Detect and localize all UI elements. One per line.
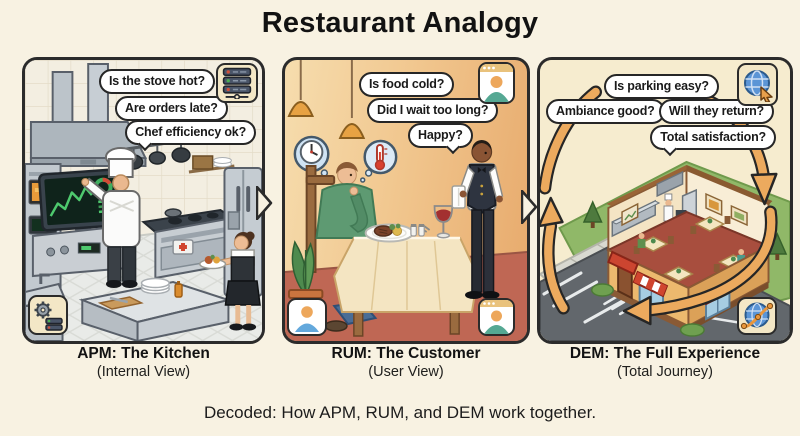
speech-bubble: Happy? <box>408 123 473 148</box>
panel-rum-subtitle: (User View) <box>368 363 444 380</box>
chef-figure <box>81 147 141 288</box>
globe-cursor-icon <box>737 63 778 106</box>
panel-apm-subtitle: (Internal View) <box>96 363 191 380</box>
panel-dem: Is parking easy? Ambiance good? Will the… <box>537 57 793 344</box>
salt-pepper-shakers <box>410 224 425 237</box>
speech-bubble: Is parking easy? <box>604 74 719 99</box>
shelf-crate-plates <box>188 155 235 174</box>
panel-flow-chevron <box>256 186 273 220</box>
panel-rum: Is food cold? Did I wait too long? Happy… <box>282 57 530 344</box>
panel-dem-label: DEM: The Full Experience (Total Journey) <box>537 345 793 380</box>
server-rack-icon <box>216 63 258 103</box>
panel-dem-subtitle: (Total Journey) <box>617 363 713 380</box>
first-aid-box <box>172 239 194 255</box>
browser-user-icon <box>478 298 515 336</box>
speech-bubble: Chef efficiency ok? <box>125 120 256 145</box>
wine-glass <box>433 205 454 239</box>
customer-figure <box>315 161 379 239</box>
speech-bubble: Total satisfaction? <box>650 125 776 150</box>
speech-bubble: Did I wait too long? <box>367 98 499 123</box>
browser-user-icon <box>478 62 515 104</box>
panel-apm: Is the stove hot? Are orders late? Chef … <box>22 57 265 344</box>
kitchen-island <box>78 277 233 341</box>
caption: Decoded: How APM, RUM, and DEM work toge… <box>203 403 597 422</box>
panel-rum-label: RUM: The Customer (User View) <box>282 345 530 380</box>
thermometer-thought-bubble <box>360 139 398 183</box>
entrance-door <box>607 250 639 300</box>
panel-dem-title: DEM: The Full Experience <box>569 345 761 362</box>
waiter-figure <box>451 140 504 299</box>
panel-apm-label: APM: The Kitchen (Internal View) <box>22 345 265 380</box>
user-icon <box>287 298 327 336</box>
pendant-lamps <box>287 60 366 139</box>
speech-bubble: Is food cold? <box>359 72 455 97</box>
panel-apm-title: APM: The Kitchen <box>77 345 210 362</box>
speech-bubble: Are orders late? <box>115 96 228 121</box>
meal-plate <box>364 223 431 243</box>
page-title: Restaurant Analogy <box>261 7 539 39</box>
gear-server-icon <box>28 295 68 335</box>
panel-flow-chevron <box>521 190 538 224</box>
speech-bubble: Ambiance good? <box>546 99 665 124</box>
panel-rum-title: RUM: The Customer <box>331 345 481 362</box>
waitress-figure <box>199 231 261 331</box>
globe-route-icon <box>737 297 777 335</box>
dining-tables <box>633 216 754 282</box>
restaurant-building <box>582 165 788 337</box>
speech-bubble: Is the stove hot? <box>99 69 215 94</box>
clock-thought-bubble <box>293 135 333 183</box>
